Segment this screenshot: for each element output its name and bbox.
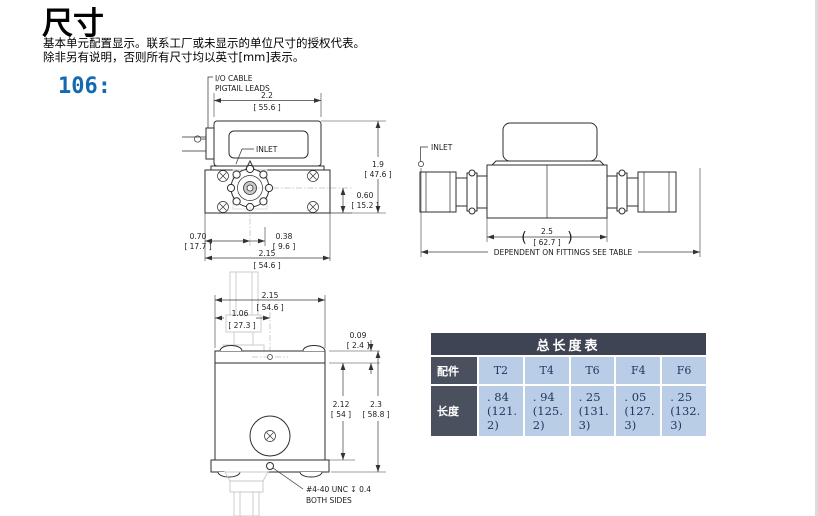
- column-header-t2: T2: [479, 357, 523, 384]
- dim-overall-mm: [ 58.8 ]: [362, 410, 389, 419]
- ghost-bottom-fitting: [224, 471, 269, 516]
- table-title: 总长度表: [431, 333, 706, 355]
- side-view-drawing: INLET: [418, 122, 701, 257]
- dim-body-in: 2.12: [333, 400, 350, 409]
- inlet-label-side: INLET: [431, 143, 453, 152]
- housing-flange: [210, 165, 325, 171]
- dim-base-in: 2.15: [259, 249, 276, 258]
- fitting-header: 配件: [431, 357, 477, 384]
- column-header-f6: F6: [662, 357, 706, 384]
- front-view-drawing: I/O CABLE PIGTAIL LEADS: [182, 74, 392, 270]
- thread-note-line2: BOTH SIDES: [306, 496, 352, 505]
- leader-dot: [418, 161, 424, 167]
- paren-close: ): [567, 230, 572, 246]
- io-cable-label-line2: PIGTAIL LEADS: [215, 84, 270, 93]
- dim-overall-in: 2.3: [370, 400, 382, 409]
- intro-text-line2: 除非另有说明，否则所有尺寸均以英寸[mm]表示。: [43, 49, 305, 64]
- device-bottom-body: [210, 345, 330, 478]
- thread-callout: #4-40 UNC ↧ 0.4 BOTH SIDES: [272, 467, 371, 505]
- io-cable-label-line1: I/O CABLE: [215, 74, 253, 83]
- dim-offset-in: 1.06: [232, 309, 249, 318]
- cable-leads: [182, 127, 216, 160]
- dim-length-mm: [ 62.7 ]: [533, 238, 560, 247]
- device-front-body: [204, 120, 331, 214]
- dim-left-in: 0.70: [190, 232, 207, 241]
- dim-height-mm: [ 47.6 ]: [364, 170, 391, 179]
- device-side-body: [486, 122, 608, 219]
- length-header: 长度: [431, 386, 477, 436]
- intro-text-line1: 基本单元配置显示。联系工厂或未显示的单位尺寸的授权代表。: [43, 36, 365, 50]
- dim-width-in: 2.15: [262, 291, 279, 300]
- thread-hole: [266, 462, 274, 470]
- paren-open: (: [521, 230, 526, 246]
- leader-dot: [194, 135, 202, 143]
- length-cell-f4: . 05 (127. 3): [616, 386, 661, 436]
- fittings-note: DEPENDENT ON FITTINGS SEE TABLE: [494, 248, 633, 257]
- mounting-screws: [217, 170, 319, 213]
- page-title: 尺寸: [42, 6, 104, 42]
- model-number: 106:: [58, 74, 111, 99]
- column-header-t6: T6: [570, 357, 615, 384]
- bottom-dimensions: 2.15 [ 54.6 ] 1.06 [ 27.3 ] 0.09 [ 2.4 ]…: [214, 291, 390, 473]
- dim-plate-in: 0.09: [350, 331, 367, 340]
- intro-text: 基本单元配置显示。联系工厂或未显示的单位尺寸的授权代表。 除非另有说明，否则所有…: [43, 36, 365, 64]
- left-fitting: [419, 169, 488, 215]
- length-cell-t6: . 25 (131. 3): [570, 386, 615, 436]
- length-cell-f6: . 25 (132. 3): [662, 386, 706, 436]
- dim-knob-in: 0.60: [357, 191, 374, 200]
- table-header-row: 配件 T2 T4 T6 F4 F6: [431, 357, 706, 384]
- table-length-row: 长度 . 84 (121. 2) . 94 (125. 2) . 25 (131…: [431, 386, 706, 436]
- column-header-f4: F4: [616, 357, 661, 384]
- column-header-t4: T4: [524, 357, 569, 384]
- length-cell-t4: . 94 (125. 2): [524, 386, 569, 436]
- inlet-label: INLET: [256, 145, 278, 154]
- dim-offset-mm: [ 27.3 ]: [228, 321, 255, 330]
- side-dimensions: 2.5 [ 62.7 ] ( ) DEPENDENT ON FITTINGS S…: [420, 168, 701, 257]
- cap-flange: [490, 160, 606, 166]
- ghost-top-fitting: [222, 271, 265, 352]
- length-cell-t2: . 84 (121. 2): [479, 386, 523, 436]
- scrollbar-track[interactable]: [815, 0, 818, 516]
- dim-width-mm: [ 54.6 ]: [256, 303, 283, 312]
- bottom-view-drawing: #4-40 UNC ↧ 0.4 BOTH SIDES 2.15 [ 54.6 ]…: [210, 271, 390, 516]
- dim-plate-mm: [ 2.4 ]: [347, 341, 370, 350]
- top-plate: [214, 350, 326, 364]
- io-cable-callout: I/O CABLE PIGTAIL LEADS: [194, 74, 270, 143]
- dim-center-in: 0.38: [276, 232, 293, 241]
- dim-width-mm: [ 55.6 ]: [253, 103, 280, 112]
- dim-length-in: 2.5: [541, 227, 553, 236]
- dim-height-in: 1.9: [372, 160, 384, 169]
- dim-base-mm: [ 54.6 ]: [253, 261, 280, 270]
- front-dimensions: 2.2 [ 55.6 ] 1.9 [ 47.6 ] 0.60 [ 15.2 ] …: [184, 91, 391, 270]
- top-cap: [502, 122, 598, 162]
- dim-body-mm: [ 54 ]: [331, 410, 351, 419]
- dim-center-mm: [ 9.6 ]: [273, 242, 296, 251]
- inlet-callout: INLET: [235, 145, 278, 165]
- inlet-callout-side: INLET: [418, 143, 453, 167]
- total-length-table: 总长度表 配件 T2 T4 T6 F4 F6 长度 . 84 (121. 2) …: [431, 333, 706, 438]
- dim-width-in: 2.2: [261, 91, 273, 100]
- display-window: [228, 130, 309, 159]
- dim-left-mm: [ 17.7 ]: [184, 242, 211, 251]
- thread-note-line1: #4-40 UNC ↧ 0.4: [306, 485, 371, 494]
- right-fitting: [606, 169, 677, 215]
- dim-knob-mm: [ 15.2 ]: [351, 201, 378, 210]
